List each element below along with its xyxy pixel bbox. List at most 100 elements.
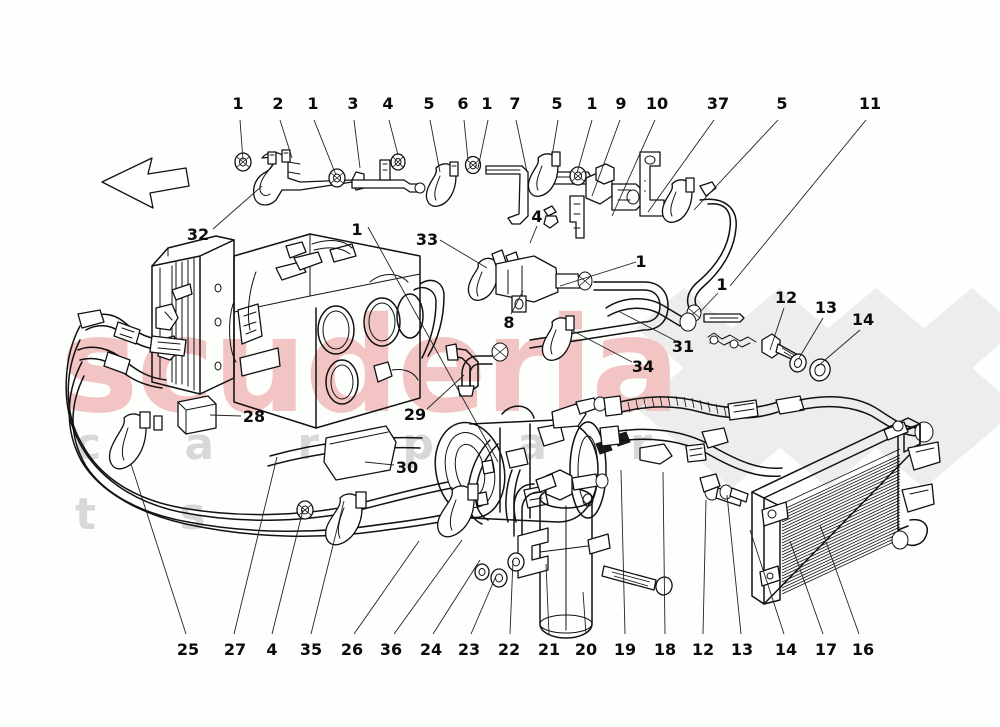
callout-leader-line (477, 119, 489, 169)
callout-number: 6 (457, 94, 469, 113)
o-ring (234, 152, 252, 172)
callout-leader-line (515, 119, 528, 173)
callout-number: 24 (419, 640, 443, 659)
callout-number: 23 (457, 640, 481, 659)
callout-number: 37 (706, 94, 730, 113)
callout-number: 14 (851, 310, 875, 329)
callout-number: 28 (242, 407, 266, 426)
callout-leader-line (798, 317, 824, 359)
callout-number: 20 (574, 640, 598, 659)
hvac-evaporator-housing (151, 233, 445, 429)
callout-number: 9 (615, 94, 627, 113)
callout-leader-line (559, 261, 637, 287)
callout-number: 29 (403, 405, 427, 424)
callout-leader-line (353, 119, 361, 169)
callout-leader-line (647, 119, 715, 213)
callout-number: 1 (635, 252, 647, 271)
ac-compressor (434, 396, 631, 525)
callout-leader-line (789, 540, 824, 635)
callout-leader-line (693, 119, 779, 211)
callout-leader-line (463, 119, 469, 161)
callout-number: 27 (223, 640, 247, 659)
callout-leader-line (699, 292, 719, 313)
callout-number: 26 (340, 640, 364, 659)
callout-number: 2 (272, 94, 284, 113)
callout-number: 25 (176, 640, 200, 659)
callout-leader-line (439, 239, 488, 269)
pressure-switch (543, 163, 643, 239)
callout-number: 4 (266, 640, 278, 659)
callout-number: 34 (631, 357, 655, 376)
refrigerant-hose (485, 165, 529, 225)
hose-clamp (325, 491, 367, 546)
callout-number: 30 (395, 458, 419, 477)
callout-leader-line (310, 500, 345, 635)
callout-number: 22 (497, 640, 521, 659)
callout-leader-line (364, 461, 395, 466)
callout-leader-line (313, 119, 337, 176)
callout-number: 33 (415, 230, 439, 249)
callout-leader-line (702, 499, 707, 635)
washer (809, 358, 831, 382)
callout-leader-line (429, 119, 441, 173)
callout-leader-line (620, 469, 626, 635)
refrigerant-hose (252, 149, 365, 206)
callout-leader-line (611, 119, 656, 217)
callout-leader-line (279, 119, 293, 159)
callout-leader-line (353, 540, 420, 635)
callout-number: 3 (347, 94, 359, 113)
callout-leader-line (271, 509, 304, 635)
relay-block (177, 395, 217, 435)
callout-leader-line (749, 529, 785, 635)
callout-leader-line (388, 119, 399, 156)
callout-leader-line (509, 559, 514, 635)
callout-number: 21 (537, 640, 561, 659)
callout-leader-line (510, 290, 524, 315)
refrigerant-hose (707, 332, 757, 349)
callout-leader-line (582, 591, 587, 635)
callout-number: 10 (645, 94, 669, 113)
callout-leader-line (426, 374, 465, 410)
refrigerant-hose (457, 281, 697, 397)
washer (474, 552, 525, 588)
callout-leader-line (545, 563, 550, 635)
callout-leader-line (551, 119, 559, 157)
callout-number: 1 (716, 275, 728, 294)
callout-number: 1 (307, 94, 319, 113)
callout-number: 19 (613, 640, 637, 659)
callout-leader-line (367, 226, 499, 463)
callout-number: 13 (730, 640, 754, 659)
callout-leader-line (572, 330, 633, 363)
callout-leader-line (432, 559, 481, 635)
callout-leader-line (576, 119, 593, 174)
callout-number: 1 (351, 220, 363, 239)
condenser (751, 417, 941, 605)
hose-clamp (699, 427, 749, 503)
callout-number: 11 (858, 94, 882, 113)
o-ring (464, 155, 482, 175)
callout-number: 35 (299, 640, 323, 659)
callout-number: 7 (509, 94, 521, 113)
callout-leader-line (662, 471, 666, 635)
callout-leader-line (393, 539, 463, 635)
callout-leader-line (726, 494, 742, 635)
hose-clamp (109, 411, 163, 470)
callout-leader-line (529, 225, 538, 244)
callout-number: 4 (531, 207, 543, 226)
expansion-valve (467, 249, 593, 313)
direction-arrow (101, 157, 190, 209)
hose-clamp (541, 315, 575, 361)
callout-leader-line (817, 329, 861, 367)
callout-number: 8 (503, 313, 515, 332)
callout-number: 12 (774, 288, 798, 307)
callout-number: 14 (774, 640, 798, 659)
o-ring (569, 166, 587, 186)
hose-clamp (661, 177, 717, 223)
callout-number: 36 (379, 640, 403, 659)
callout-leader-line (233, 456, 278, 635)
callout-number: 1 (481, 94, 493, 113)
callout-leader-line (819, 524, 860, 635)
receiver-drier (513, 469, 673, 639)
